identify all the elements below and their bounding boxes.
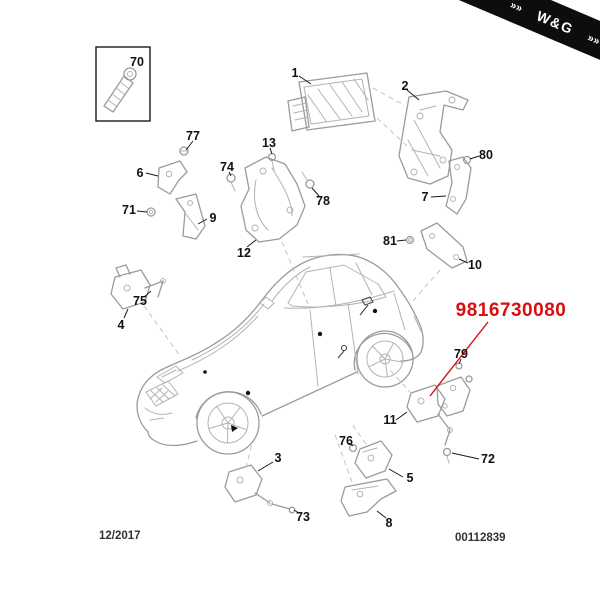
part-sketch-70-bolt: [103, 67, 137, 113]
inset-box: [95, 46, 151, 122]
part-sketch-11-sensor: [406, 362, 473, 464]
callout-3: 3: [275, 451, 282, 465]
part-sketch-8-bracket: [340, 478, 397, 517]
callout-72: 72: [481, 452, 495, 466]
callout-leader-lines: [123, 75, 480, 519]
callout-80: 80: [479, 148, 493, 162]
part-sketch-4-sensor: [110, 264, 166, 310]
callout-70: 70: [130, 55, 144, 69]
part-sketch-2-bracket: [398, 90, 469, 185]
ribbon-background: [452, 0, 600, 88]
highlighted-part-number: 9816730080: [456, 300, 567, 321]
callout-8: 8: [386, 516, 393, 530]
callout-6: 6: [137, 166, 144, 180]
callout-74: 74: [220, 160, 234, 174]
callout-77: 77: [186, 129, 200, 143]
callout-12: 12: [237, 246, 251, 260]
footer-date: 12/2017: [99, 530, 141, 542]
footer-doc-number: 00112839: [455, 532, 506, 544]
callout-71: 71: [122, 203, 136, 217]
part-sketch-1-ecu: [287, 72, 376, 132]
brand-ribbon: »» W&G »»: [452, 0, 600, 88]
highlight-leader-line: [429, 321, 489, 397]
callout-4: 4: [118, 318, 125, 332]
callout-10: 10: [468, 258, 482, 272]
mounting-point-markers: [203, 296, 378, 432]
callout-1: 1: [292, 66, 299, 80]
alignment-dashed-lines: [143, 87, 441, 483]
arrow-icon: »»: [586, 32, 600, 48]
part-sketch-6-9-group: [146, 146, 206, 240]
part-sketch-5-bracket: [348, 440, 393, 479]
callout-79: 79: [454, 347, 468, 361]
callout-11: 11: [383, 413, 396, 427]
callout-labels: 1 2 70 77 6 71 9 74 13 78 12 80 7 81 10 …: [118, 55, 495, 530]
callout-78: 78: [316, 194, 330, 208]
callout-75: 75: [133, 294, 147, 308]
callout-13: 13: [262, 136, 276, 150]
part-sketch-12-group: [226, 152, 315, 243]
callout-76: 76: [339, 434, 353, 448]
part-sketch-7-group: [445, 155, 472, 215]
callout-2: 2: [402, 79, 409, 93]
callout-81: 81: [383, 234, 397, 248]
callout-73: 73: [296, 510, 310, 524]
callout-5: 5: [407, 471, 414, 485]
callout-7: 7: [422, 190, 429, 204]
arrow-icon: »»: [508, 0, 524, 15]
part-sketch-3-sensor: [224, 464, 296, 514]
callout-9: 9: [210, 211, 217, 225]
part-sketch-10-group: [405, 222, 468, 269]
car-illustration: [136, 253, 424, 455]
